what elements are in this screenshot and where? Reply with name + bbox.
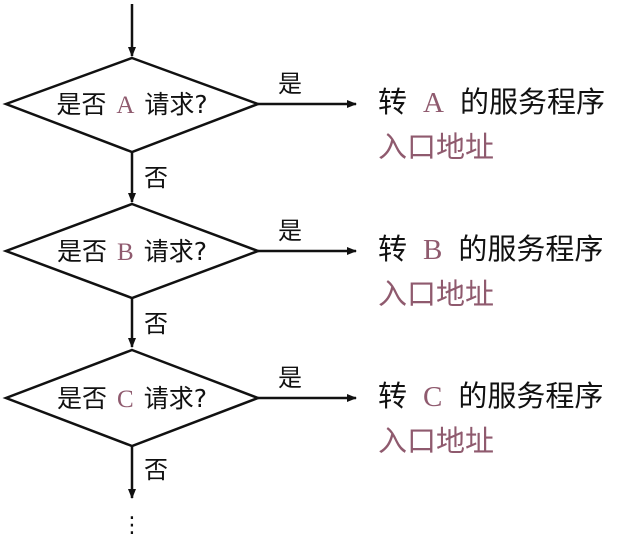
yes-label-a: 是 [278,70,302,98]
question-letter: C [117,386,134,413]
target-letter: A [423,87,444,119]
target-post: 的服务程序 [458,232,603,266]
yes-label-c: 是 [278,364,302,392]
question-prefix: 是否 [56,90,106,119]
target-pre: 转 [378,85,407,119]
target-letter: C [423,381,442,413]
target-letter: B [423,234,442,266]
question-prefix: 是否 [57,237,107,266]
question-letter: A [116,92,134,119]
target-line2-c: 入口地址 [378,424,494,458]
yes-label-b: 是 [278,217,302,245]
decision-question-a: 是否 A 请求? [56,90,207,119]
decision-question-b: 是否 B 请求? [57,237,207,266]
no-label-b: 否 [144,310,168,338]
no-label-c: 否 [144,456,168,484]
question-prefix: 是否 [57,384,107,413]
question-suffix: 请求? [144,384,207,413]
continuation-ellipsis: ⋮ [121,513,143,538]
decision-question-c: 是否 C 请求? [57,384,207,413]
target-post: 的服务程序 [460,85,605,119]
target-line2-b: 入口地址 [378,277,494,311]
no-label-a: 否 [144,164,168,192]
target-pre: 转 [378,232,407,266]
target-pre: 转 [378,379,407,413]
question-suffix: 请求? [144,90,207,119]
target-line2-a: 入口地址 [378,130,494,164]
question-letter: B [117,239,134,266]
question-suffix: 请求? [144,237,207,266]
target-post: 的服务程序 [458,379,603,413]
